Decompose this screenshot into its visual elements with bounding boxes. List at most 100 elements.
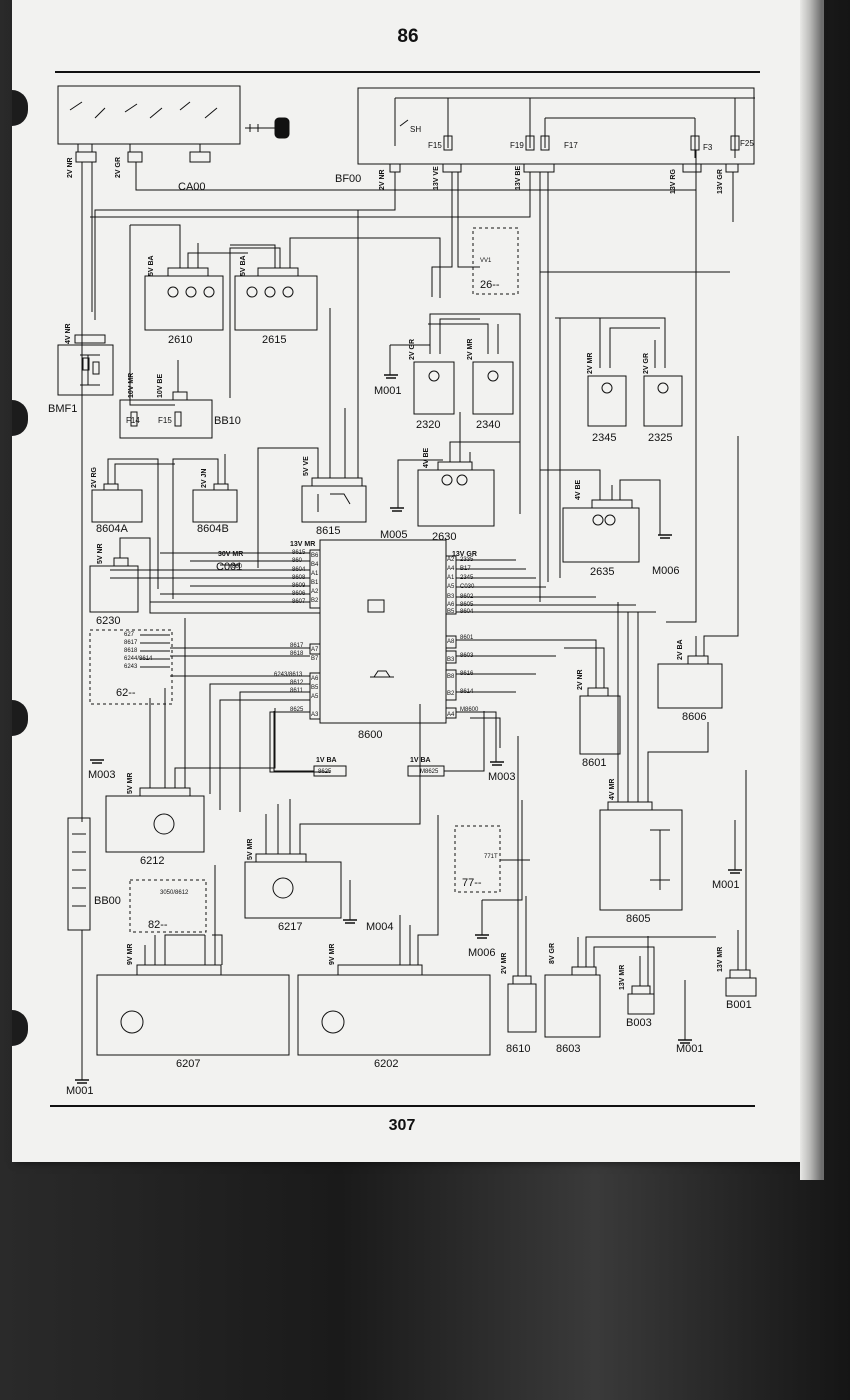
pin-label: 8614 xyxy=(460,689,474,695)
conn-2340: 2V MR xyxy=(467,339,474,360)
page-footer-number: 307 xyxy=(389,1117,416,1134)
pin-code: B7 xyxy=(311,656,319,662)
pin-label: 8606 xyxy=(292,591,306,597)
pin-code: A6 xyxy=(311,676,319,682)
label-6217: 6217 xyxy=(278,921,302,933)
pin-code: B2 xyxy=(311,598,319,604)
conn-bmf1: 4V NR xyxy=(65,323,72,344)
group62-wire: 6244/8614 xyxy=(124,656,153,662)
pin-label: 8604 xyxy=(460,609,474,615)
pin-label: 8612 xyxy=(290,680,304,686)
conn-8601: 2V NR xyxy=(577,669,584,690)
pin-label: 8611 xyxy=(290,688,304,694)
manual-page xyxy=(12,0,812,1162)
conn-2345: 2V MR xyxy=(587,353,594,374)
label-2320: 2320 xyxy=(416,419,440,431)
fuse-F14: F14 xyxy=(126,416,140,425)
conn-b001: 13V MR xyxy=(717,947,724,972)
fuse-F15b: F15 xyxy=(158,416,172,425)
pin-label: 8601 xyxy=(460,635,474,641)
conn-6207: 9V MR xyxy=(127,944,134,965)
label-M005: M005 xyxy=(380,529,408,541)
label-8615: 8615 xyxy=(316,525,340,537)
fuse-F19: F19 xyxy=(510,141,524,150)
pin-label: B17 xyxy=(460,566,471,572)
pin-label: 8617 xyxy=(290,643,304,649)
pin-code: B6 xyxy=(311,553,319,559)
pin-label: 8625 xyxy=(290,707,304,713)
pin-code: A5 xyxy=(447,584,455,590)
pin-label: 2335 xyxy=(460,557,474,563)
label-M006a: M006 xyxy=(652,565,680,577)
pin-code: A3 xyxy=(311,712,319,718)
fuse-F17: F17 xyxy=(564,141,578,150)
conn-bf00-f25: 13V GR xyxy=(717,169,724,194)
wire-VV1: VV1 xyxy=(480,258,492,264)
conn-b003: 13V MR xyxy=(619,965,626,990)
label-26: 26-- xyxy=(480,279,500,291)
label-82: 82-- xyxy=(148,919,168,931)
label-B003: B003 xyxy=(626,1017,652,1029)
pin-code: A2 xyxy=(447,557,455,563)
pin-label: 8615 xyxy=(292,550,306,556)
pin-code: A4 xyxy=(447,712,455,718)
conn-8606: 2V BA xyxy=(677,639,684,660)
conn-2320: 2V GR xyxy=(409,339,416,360)
pin-label: 8609 xyxy=(292,583,306,589)
splice-8625: 8625 xyxy=(318,769,332,775)
conn-bb10-b: 10V BE xyxy=(157,374,164,398)
binder-hole xyxy=(12,90,28,126)
pin-code: B2 xyxy=(447,691,455,697)
pin-code: A5 xyxy=(311,694,319,700)
label-BB00: BB00 xyxy=(94,895,121,907)
conn-8603: 8V GR xyxy=(549,943,556,964)
conn-8604a: 2V RG xyxy=(91,466,98,488)
pin-label: 8618 xyxy=(290,651,304,657)
pin-label: 8605 xyxy=(460,602,474,608)
group62-wire: 6243 xyxy=(124,664,138,670)
pin-code: A6 xyxy=(447,602,455,608)
label-2340: 2340 xyxy=(476,419,500,431)
conn-2615: 5V BA xyxy=(240,255,247,276)
pin-label: 8604 xyxy=(292,567,306,573)
fuse-F3: F3 xyxy=(703,143,713,152)
connector-labels: 2V NR 2V GR 2V NR 13V VE 13V BE 13V RG 1… xyxy=(65,157,724,990)
pin-code: B4 xyxy=(311,562,319,568)
conn-bf00-f3: 13V RG xyxy=(670,169,677,194)
conn-bf00-f19: 13V BE xyxy=(515,166,522,190)
conn-6230: 5V NR xyxy=(97,543,104,564)
label-8604B: 8604B xyxy=(197,523,229,535)
label-8600: 8600 xyxy=(358,729,382,741)
fuse-F25: F25 xyxy=(740,139,754,148)
conn-2610: 5V BA xyxy=(148,255,155,276)
label-8604A: 8604A xyxy=(96,523,128,535)
conn-8625a: 1V BA xyxy=(316,757,337,764)
page-header-number: 86 xyxy=(397,26,418,47)
label-2610: 2610 xyxy=(168,334,192,346)
label-M001a: M001 xyxy=(374,385,402,397)
conn-6217: 5V MR xyxy=(247,839,254,860)
wires xyxy=(57,85,757,1080)
label-8605: 8605 xyxy=(626,913,650,925)
conn-ca00-mid: 2V GR xyxy=(115,157,122,178)
pin-label: 8603 xyxy=(460,653,474,659)
conn-bb10-a: 10V MR xyxy=(128,373,135,398)
conn-8605: 4V MR xyxy=(609,779,616,800)
label-2325: 2325 xyxy=(648,432,672,444)
label-2630: 2630 xyxy=(432,531,456,543)
label-6207: 6207 xyxy=(176,1058,200,1070)
pin-label: 2345 xyxy=(460,575,474,581)
group62-wire: 8618 xyxy=(124,648,138,654)
label-M001b: M001 xyxy=(712,879,740,891)
ecu-pin-labels: 8615 860 8604 8608 8609 8606 8607 B6 B4 … xyxy=(124,258,498,896)
fuse-SH: SH xyxy=(410,125,421,134)
pin-label: M8600 xyxy=(460,707,479,713)
label-8603: 8603 xyxy=(556,1043,580,1055)
binder-hole xyxy=(12,1010,28,1046)
conn-ca00-left: 2V NR xyxy=(67,157,74,178)
group62-wire: 8617 xyxy=(124,640,138,646)
pin-code: B5 xyxy=(447,609,455,615)
label-77: 77-- xyxy=(462,877,482,889)
conn-6212: 5V MR xyxy=(127,773,134,794)
